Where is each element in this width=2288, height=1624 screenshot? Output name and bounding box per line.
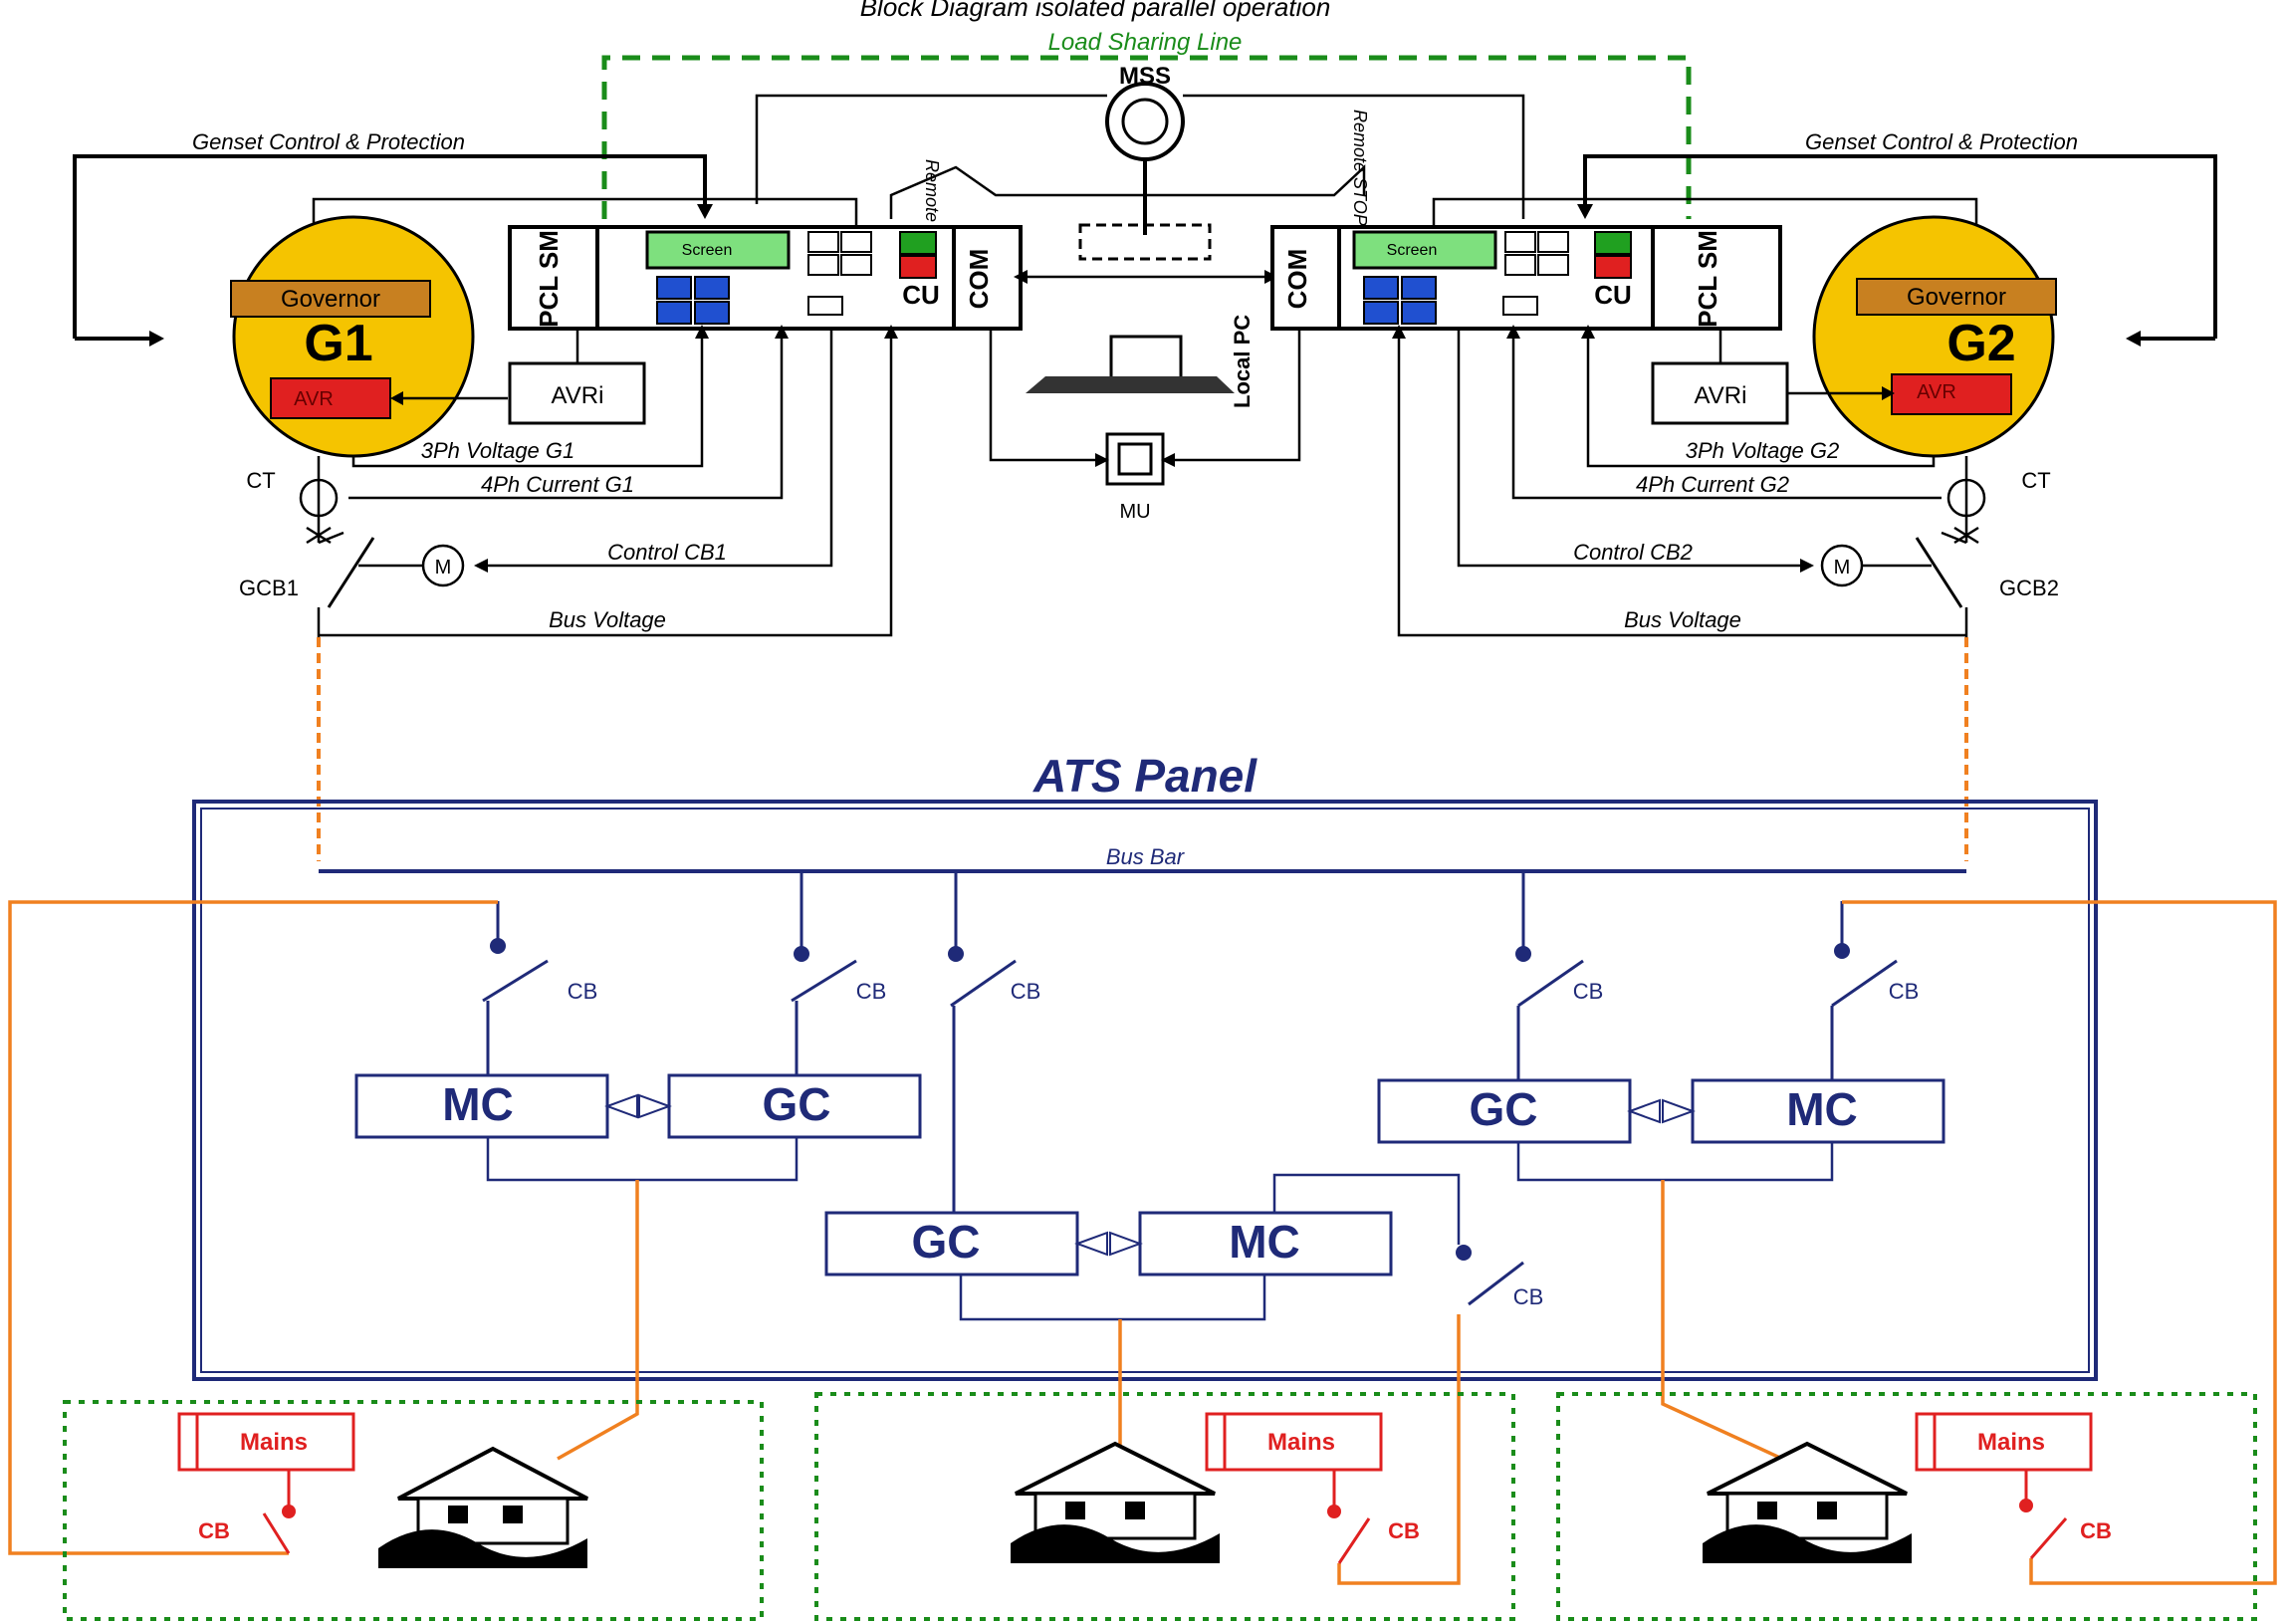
svg-text:MC: MC (1229, 1216, 1300, 1268)
mu-label: MU (1119, 501, 1150, 523)
g1-bus-voltage-label: Bus Voltage (549, 607, 666, 632)
svg-text:Screen: Screen (682, 242, 733, 259)
g2-control-cb-label: Control CB2 (1573, 540, 1693, 565)
svg-text:M: M (1834, 557, 1851, 579)
g1-current-label: 4Ph Current G1 (481, 472, 634, 497)
mains-box-1 (177, 1412, 355, 1472)
mains-box-3 (1915, 1412, 2093, 1472)
mu-icon (1105, 432, 1165, 486)
gc-box-3 (1377, 1078, 1632, 1144)
g2-voltage-label: 3Ph Voltage G2 (1686, 438, 1840, 463)
local-pc-label: Local PC (1230, 315, 1255, 408)
g2-governor (1856, 278, 2057, 316)
svg-text:Mains: Mains (1977, 1429, 2045, 1456)
g2-pcl-sm: PCL SM (1693, 230, 1722, 328)
g1-label: G1 (304, 315, 372, 372)
mc-box-2 (1138, 1211, 1393, 1276)
gc-box-2 (824, 1211, 1079, 1276)
g1-screen (645, 230, 791, 270)
g1-control-label: Genset Control & Protection (192, 129, 465, 154)
ats-panel (192, 800, 2098, 1381)
svg-text:M: M (435, 557, 452, 579)
g2-label: G2 (1946, 315, 2015, 372)
load-sharing-line (601, 55, 1692, 219)
g1-motor-icon (421, 544, 465, 587)
load-sharing-label: Load Sharing Line (1048, 29, 1243, 56)
generator-g2 (1812, 215, 2055, 458)
cb-label-4: CB (1573, 979, 1604, 1004)
g2-ct-label: CT (2021, 468, 2050, 493)
svg-text:Mains: Mains (240, 1429, 308, 1456)
bus-bar-label: Bus Bar (1106, 844, 1186, 869)
g2-motor-icon (1820, 544, 1864, 587)
svg-text:Mains: Mains (1267, 1429, 1335, 1456)
svg-text:AVR: AVR (294, 388, 334, 410)
g2-control-label: Genset Control & Protection (1805, 129, 2078, 154)
cb-label-2: CB (856, 979, 887, 1004)
svg-text:Screen: Screen (1387, 242, 1438, 259)
g1-com: COM (964, 249, 994, 310)
house-icon (378, 1446, 588, 1568)
g2-current-label: 4Ph Current G2 (1636, 472, 1789, 497)
g2-com: COM (1282, 249, 1312, 310)
cb-label-6: CB (1513, 1284, 1544, 1309)
ats-panel-title: ATS Panel (1032, 750, 1258, 802)
g1-gcb-label: GCB1 (239, 576, 299, 600)
svg-text:AVRi: AVRi (552, 382, 604, 409)
svg-text:MC: MC (1786, 1083, 1858, 1135)
g2-avri (1651, 361, 1789, 425)
g2-gcb-label: GCB2 (1999, 576, 2059, 600)
svg-text:Governor: Governor (1907, 284, 2006, 311)
cb-label-1: CB (568, 979, 598, 1004)
load-area-3 (1556, 1392, 2257, 1621)
mains-cb-1: CB (198, 1518, 230, 1543)
g1-governor (230, 280, 431, 318)
g1-avr (270, 377, 391, 419)
house-icon (1011, 1441, 1220, 1563)
cb-label-3: CB (1011, 979, 1041, 1004)
g2-screen (1352, 230, 1497, 270)
house-icon (1703, 1441, 1912, 1563)
svg-text:AVRi: AVRi (1695, 382, 1747, 409)
gc-box-1 (667, 1073, 922, 1139)
mains-cb-3: CB (2080, 1518, 2112, 1543)
load-area-2 (814, 1392, 1515, 1621)
g1-voltage-label: 3Ph Voltage G1 (421, 438, 575, 463)
g1-cu: CU (902, 280, 940, 310)
load-area-1 (63, 1400, 764, 1621)
svg-text:Governor: Governor (281, 286, 380, 313)
g1-avri (508, 361, 646, 425)
svg-text:MC: MC (442, 1078, 514, 1130)
mss-icon (1105, 82, 1185, 161)
remote-stop-label-2: Remote STOP (1350, 110, 1370, 226)
g2-bus-voltage-label: Bus Voltage (1624, 607, 1741, 632)
svg-text:GC: GC (1470, 1083, 1538, 1135)
cb-label-5: CB (1889, 979, 1920, 1004)
diagram-title: Block Diagram isolated parallel operatio… (860, 0, 1331, 22)
mains-cb-2: CB (1388, 1518, 1420, 1543)
svg-text:AVR: AVR (1917, 381, 1956, 403)
svg-text:GC: GC (912, 1216, 981, 1268)
g1-pcl-sm: PCL SM (534, 230, 564, 328)
g1-ct-label: CT (246, 468, 275, 493)
g1-control-cb-label: Control CB1 (607, 540, 727, 565)
mc-box-1 (354, 1073, 609, 1139)
stop-switch (1078, 223, 1212, 261)
local-pc-icon (1109, 335, 1183, 382)
svg-text:GC: GC (763, 1078, 831, 1130)
mains-box-2 (1205, 1412, 1383, 1472)
g2-cu: CU (1594, 280, 1632, 310)
